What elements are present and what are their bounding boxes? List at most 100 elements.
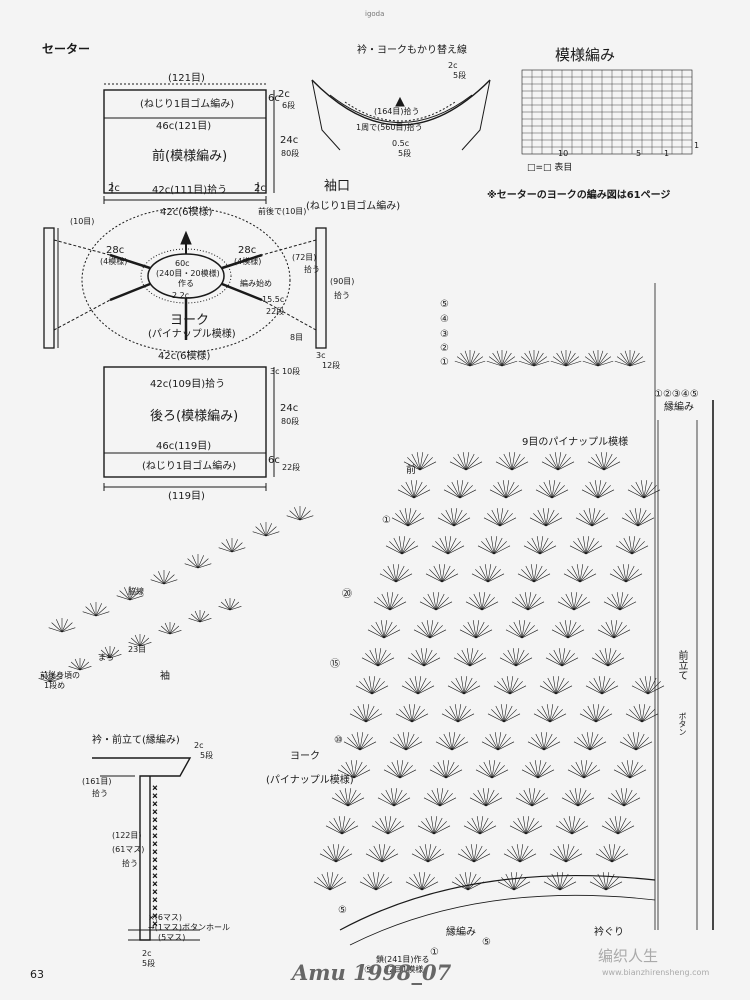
- stitch-mark: [527, 592, 532, 611]
- stitch-mark: [431, 789, 441, 807]
- stitch-mark: [531, 797, 549, 807]
- stitch-mark: [139, 642, 152, 647]
- stitch-mark: [481, 597, 495, 611]
- stitch-mark: [393, 737, 407, 751]
- stitch-mark: [515, 649, 525, 667]
- stitch-mark: [493, 537, 503, 555]
- stitch-mark: [496, 508, 501, 527]
- stitch-mark: [373, 601, 391, 611]
- stitch-mark: [299, 515, 314, 521]
- stitch-mark: [561, 648, 566, 667]
- stitch-mark: [439, 789, 449, 807]
- stitch-mark: [404, 508, 409, 527]
- stitch-mark: [602, 872, 607, 891]
- stitch-mark: [415, 649, 425, 667]
- stitch-mark: [629, 709, 643, 723]
- stitch-mark: [539, 537, 549, 555]
- stitch-mark: [513, 621, 523, 639]
- stitch-mark: [435, 601, 453, 611]
- stitch-mark: [647, 676, 652, 695]
- stitch-mark: [399, 509, 409, 527]
- stitch-mark: [443, 489, 461, 499]
- stitch-mark: [385, 789, 395, 807]
- stitch-mark: [465, 452, 470, 471]
- stitch-mark: [323, 849, 337, 863]
- stitch-mark: [375, 877, 389, 891]
- stitch-mark: [445, 765, 459, 779]
- stitch-mark: [620, 788, 625, 807]
- stitch-mark: [389, 541, 403, 555]
- stitch-mark: [231, 547, 246, 553]
- stitch-mark: [341, 821, 355, 835]
- stitch-mark: [597, 360, 614, 367]
- stitch-mark: [609, 817, 619, 835]
- stitch-mark: [299, 507, 306, 521]
- stitch-mark: [411, 653, 425, 667]
- stitch-mark: [435, 541, 449, 555]
- stitch-mark: [497, 881, 515, 891]
- stitch-mark: [621, 761, 631, 779]
- stitch-mark: ×: [152, 920, 158, 928]
- collar-band-height3: 拾う: [122, 859, 138, 868]
- stitch-mark: [447, 536, 452, 555]
- stitch-mark: [567, 629, 585, 639]
- stitch-mark: [423, 797, 441, 807]
- stitch-mark: [299, 510, 311, 521]
- stitch-mark: [429, 569, 443, 583]
- stitch-mark: [457, 709, 471, 723]
- stitch-mark: [603, 453, 613, 471]
- stitch-mark: [335, 849, 349, 863]
- stitch-mark: [635, 733, 645, 751]
- stitch-mark: [425, 817, 435, 835]
- edging-row-4: ④: [440, 314, 449, 325]
- stitch-mark: [229, 601, 240, 611]
- stitch-mark: [556, 872, 561, 891]
- stitch-mark: [597, 352, 608, 367]
- stitch-mark: ×: [152, 800, 158, 808]
- stitch-mark: [586, 732, 591, 751]
- stitch-mark: [613, 625, 627, 639]
- stitch-mark: [389, 593, 399, 611]
- stitch-mark: [79, 658, 86, 671]
- stitch-mark: [407, 509, 417, 527]
- stitch-mark: [615, 545, 633, 555]
- stitch-mark: [605, 821, 619, 835]
- stitch-mark: [393, 788, 398, 807]
- stitch-mark: [361, 657, 379, 667]
- stitch-mark: [421, 873, 431, 891]
- stitch-mark: [511, 461, 529, 471]
- stitch-mark: ×: [152, 832, 158, 840]
- stitch-mark: [134, 634, 141, 647]
- stitch-mark: [169, 625, 180, 635]
- yoke-left-repeat: (4模様): [100, 257, 128, 266]
- stitch-mark: [524, 352, 535, 367]
- stitch-mark: [607, 649, 617, 667]
- front-side: 6c: [268, 93, 280, 104]
- stitch-mark: [421, 881, 439, 891]
- stitch-mark: [589, 681, 603, 695]
- stitch-mark: [547, 877, 561, 891]
- stitch-mark: [567, 569, 581, 583]
- stitch-mark: [577, 737, 591, 751]
- stitch-mark: [492, 352, 503, 367]
- stitch-mark: [405, 733, 415, 751]
- stitch-mark: [515, 797, 533, 807]
- stitch-mark: [487, 573, 505, 583]
- stitch-mark: [383, 569, 397, 583]
- stitch-mark: [507, 849, 521, 863]
- stitch-mark: [469, 350, 476, 367]
- stitch-mark: [543, 741, 561, 751]
- stitch-mark: [153, 574, 165, 585]
- stitch-mark: [169, 622, 176, 635]
- stitch-mark: [518, 620, 523, 639]
- collar-band-pick2: 拾う: [92, 789, 108, 798]
- stitch-mark: [411, 705, 421, 723]
- stitch-mark: [465, 453, 475, 471]
- stitch-mark: [429, 620, 434, 639]
- stitch-mark: [551, 629, 569, 639]
- stitch-mark: [565, 845, 575, 863]
- stitch-mark: [56, 619, 63, 633]
- stitch-mark: [519, 845, 529, 863]
- stitch-mark: [545, 508, 550, 527]
- stitch-mark: [124, 587, 131, 601]
